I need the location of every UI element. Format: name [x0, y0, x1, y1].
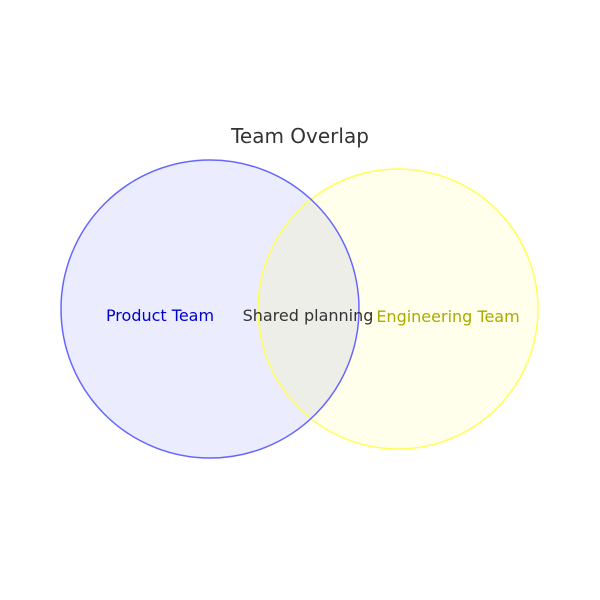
- set-label-product: Product Team: [106, 306, 214, 325]
- diagram-title: Team Overlap: [230, 124, 369, 148]
- intersection-region: [258, 169, 359, 449]
- set-outline-engineering: [257, 168, 539, 450]
- set-label-engineering: Engineering Team: [376, 307, 519, 326]
- set-outline-product: [60, 159, 360, 459]
- intersection-label: Shared planning: [243, 306, 374, 325]
